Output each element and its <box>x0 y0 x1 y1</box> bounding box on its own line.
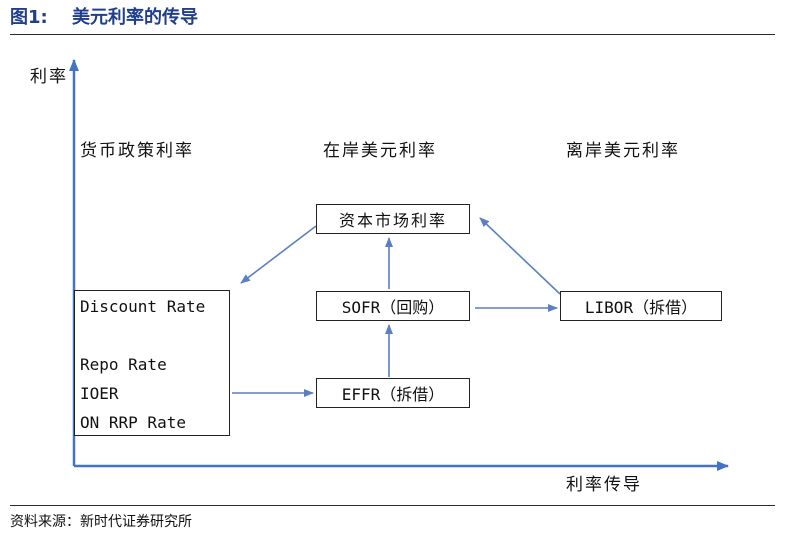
policy-rate-item: ON RRP Rate <box>80 413 186 432</box>
figure-title: 图1: 美元利率的传导 <box>10 4 198 32</box>
figure-title-text: 美元利率的传导 <box>72 7 198 28</box>
capital-market-rate-box: 资本市场利率 <box>316 204 470 234</box>
policy-rate-item: IOER <box>80 384 119 403</box>
y-axis-label: 利率 <box>30 67 68 87</box>
x-axis-label: 利率传导 <box>566 475 642 495</box>
policy-rates-box: Discount Rate Repo Rate IOER ON RRP Rate <box>74 290 230 436</box>
arrow-capital-to-policy <box>240 225 317 284</box>
figure-number: 图1: <box>10 7 48 28</box>
column-header-offshore: 离岸美元利率 <box>566 141 680 161</box>
column-header-onshore: 在岸美元利率 <box>323 141 437 161</box>
sofr-box: SOFR（回购） <box>316 291 470 321</box>
effr-box: EFFR（拆借） <box>316 378 470 408</box>
column-header-policy: 货币政策利率 <box>80 141 194 161</box>
effr-label: EFFR（拆借） <box>341 385 445 404</box>
arrow-libor-to-capital <box>479 217 561 295</box>
top-divider <box>10 34 775 35</box>
libor-label: LIBOR（拆借） <box>584 298 698 317</box>
source-note: 资料来源：新时代证券研究所 <box>10 514 192 530</box>
policy-rate-item: Repo Rate <box>80 355 167 374</box>
sofr-label: SOFR（回购） <box>341 298 445 317</box>
bottom-divider <box>10 505 775 506</box>
policy-rate-item: Discount Rate <box>80 297 206 316</box>
capital-market-rate-label: 资本市场利率 <box>338 211 447 230</box>
libor-box: LIBOR（拆借） <box>560 291 722 321</box>
